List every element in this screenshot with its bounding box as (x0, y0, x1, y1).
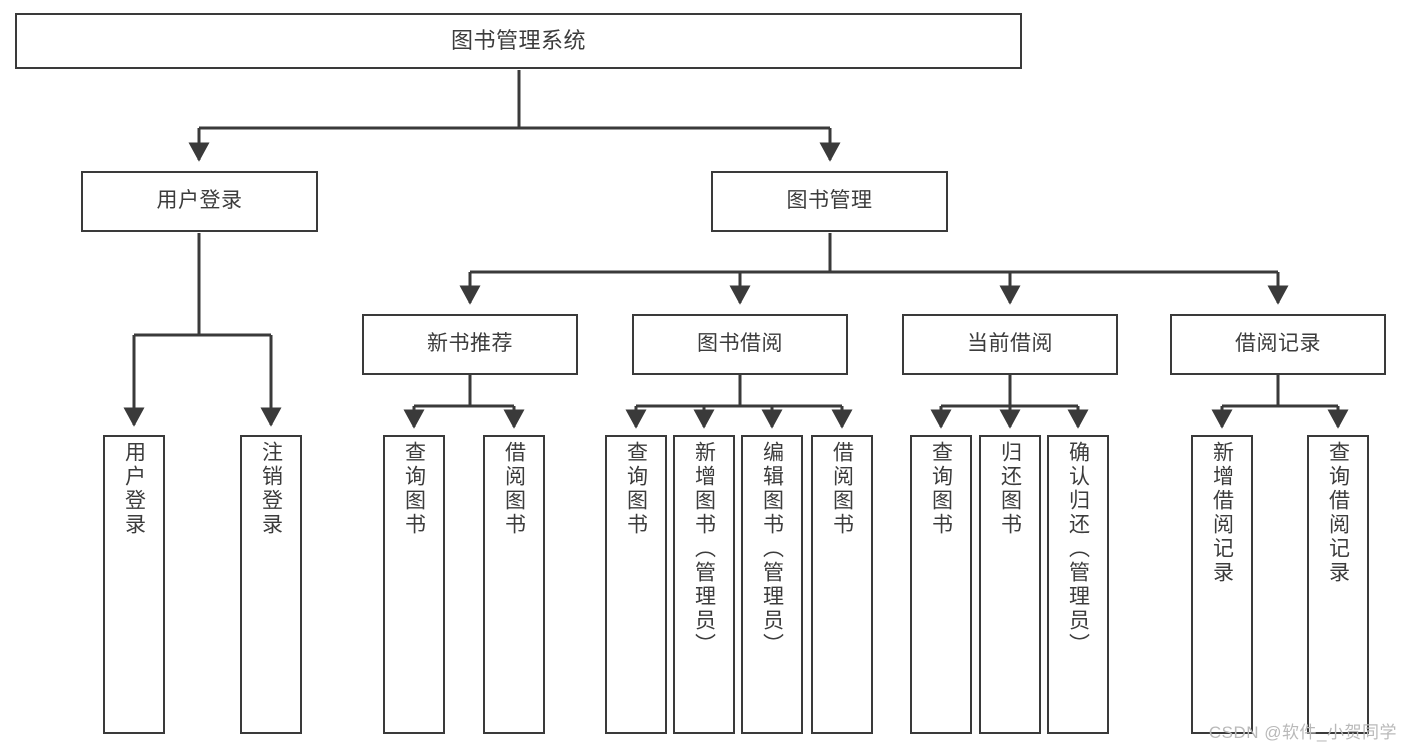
node-new-book-recommend[interactable]: 新书推荐 (362, 314, 578, 375)
node-label: 编辑图书（管理员） (760, 441, 784, 657)
leaf-add-book-admin[interactable]: 新增图书（管理员） (673, 435, 735, 734)
node-label: 借阅图书 (502, 441, 526, 537)
node-label: 查询图书 (402, 441, 426, 537)
node-label: 新书推荐 (427, 332, 513, 356)
node-borrow-record[interactable]: 借阅记录 (1170, 314, 1386, 375)
csdn-watermark: CSDN @软件_小贺同学 (1208, 723, 1397, 742)
node-label: 查询图书 (929, 441, 953, 537)
node-label: 新增借阅记录 (1210, 441, 1234, 585)
node-label: 借阅图书 (830, 441, 854, 537)
leaf-query-book-new[interactable]: 查询图书 (383, 435, 445, 734)
node-label: 当前借阅 (967, 332, 1053, 356)
node-label: 新增图书（管理员） (692, 441, 716, 657)
leaf-query-book-current[interactable]: 查询图书 (910, 435, 972, 734)
node-label: 归还图书 (998, 441, 1022, 537)
leaf-borrow-book[interactable]: 借阅图书 (811, 435, 873, 734)
node-label: 用户登录 (156, 189, 243, 213)
node-book-borrow[interactable]: 图书借阅 (632, 314, 848, 375)
node-label: 确认归还（管理员） (1066, 441, 1090, 657)
node-label: 图书借阅 (697, 332, 783, 356)
node-user-login[interactable]: 用户登录 (81, 171, 318, 232)
leaf-borrow-book-new[interactable]: 借阅图书 (483, 435, 545, 734)
leaf-return-book[interactable]: 归还图书 (979, 435, 1041, 734)
leaf-confirm-return-admin[interactable]: 确认归还（管理员） (1047, 435, 1109, 734)
leaf-edit-book-admin[interactable]: 编辑图书（管理员） (741, 435, 803, 734)
node-label: 借阅记录 (1235, 332, 1321, 356)
node-current-borrow[interactable]: 当前借阅 (902, 314, 1118, 375)
node-label: 图书管理 (786, 189, 873, 213)
node-label: 注销登录 (259, 441, 283, 537)
node-label: 查询借阅记录 (1326, 441, 1350, 585)
leaf-logout[interactable]: 注销登录 (240, 435, 302, 734)
node-root-system[interactable]: 图书管理系统 (15, 13, 1022, 69)
leaf-query-borrow-record[interactable]: 查询借阅记录 (1307, 435, 1369, 734)
leaf-user-login[interactable]: 用户登录 (103, 435, 165, 734)
leaf-add-borrow-record[interactable]: 新增借阅记录 (1191, 435, 1253, 734)
node-label: 图书管理系统 (450, 28, 586, 54)
leaf-query-book-borrow[interactable]: 查询图书 (605, 435, 667, 734)
node-book-management[interactable]: 图书管理 (711, 171, 948, 232)
node-label: 用户登录 (122, 441, 146, 537)
node-label: 查询图书 (624, 441, 648, 537)
